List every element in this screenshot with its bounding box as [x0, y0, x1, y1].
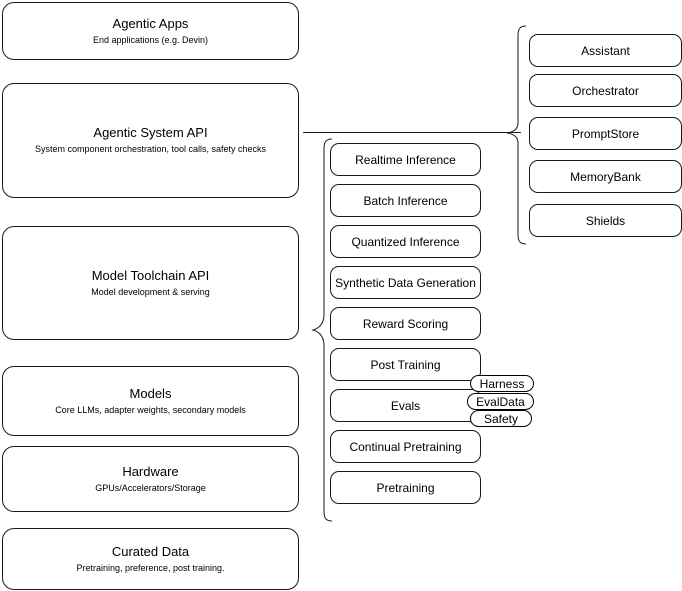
component-box-reward-scoring[interactable]: Reward Scoring: [330, 307, 481, 340]
system-component-label: Shields: [585, 213, 626, 228]
layer-subtitle: End applications (e.g. Devin): [92, 34, 209, 45]
evals-subitem-label: Safety: [483, 411, 519, 426]
system-component-label: Assistant: [581, 43, 630, 58]
system-component-box-orchestrator[interactable]: Orchestrator: [529, 74, 682, 107]
brace-middle: [311, 138, 333, 522]
layer-box-agentic-apps[interactable]: Agentic Apps End applications (e.g. Devi…: [2, 2, 299, 60]
layer-subtitle: Pretraining, preference, post training.: [76, 562, 225, 573]
layer-title: Hardware: [122, 463, 179, 479]
layer-title: Models: [129, 385, 172, 401]
layer-box-models[interactable]: Models Core LLMs, adapter weights, secon…: [2, 366, 299, 436]
layer-title: Agentic Apps: [112, 15, 189, 31]
system-component-box-promptstore[interactable]: PromptStore: [529, 117, 682, 150]
component-label: Synthetic Data Generation: [335, 275, 476, 290]
evals-subitem-label: EvalData: [476, 394, 525, 409]
component-box-continual-pretraining[interactable]: Continual Pretraining: [330, 430, 481, 463]
layer-box-agentic-system-api[interactable]: Agentic System API System component orch…: [2, 83, 299, 198]
component-box-synthetic-data-generation[interactable]: Synthetic Data Generation: [330, 266, 481, 299]
layer-box-model-toolchain-api[interactable]: Model Toolchain API Model development & …: [2, 226, 299, 340]
component-box-realtime-inference[interactable]: Realtime Inference: [330, 143, 481, 176]
component-label: Reward Scoring: [362, 316, 449, 331]
evals-subitem-harness[interactable]: Harness: [470, 375, 534, 392]
system-component-label: Orchestrator: [572, 83, 639, 98]
evals-subitem-evaldata[interactable]: EvalData: [467, 393, 534, 410]
connector-line-system-api-to-components: [303, 132, 521, 133]
evals-subitem-label: Harness: [479, 376, 525, 391]
system-component-label: PromptStore: [571, 126, 640, 141]
component-label: Batch Inference: [363, 193, 448, 208]
layer-title: Model Toolchain API: [91, 267, 210, 283]
brace-right: [506, 25, 527, 245]
system-component-label: MemoryBank: [570, 169, 641, 184]
layer-subtitle: GPUs/Accelerators/Storage: [95, 482, 206, 493]
layer-box-hardware[interactable]: Hardware GPUs/Accelerators/Storage: [2, 446, 299, 512]
component-box-pretraining[interactable]: Pretraining: [330, 471, 481, 504]
component-label: Realtime Inference: [355, 152, 456, 167]
layer-subtitle: System component orchestration, tool cal…: [34, 144, 267, 154]
evals-subitem-safety[interactable]: Safety: [470, 410, 532, 427]
component-label: Post Training: [370, 357, 441, 372]
component-label: Quantized Inference: [351, 234, 460, 249]
component-box-batch-inference[interactable]: Batch Inference: [330, 184, 481, 217]
system-component-box-assistant[interactable]: Assistant: [529, 34, 682, 67]
layer-subtitle: Core LLMs, adapter weights, secondary mo…: [55, 404, 246, 415]
system-component-box-shields[interactable]: Shields: [529, 204, 682, 237]
layer-box-curated-data[interactable]: Curated Data Pretraining, preference, po…: [2, 528, 299, 590]
component-box-evals[interactable]: Evals: [330, 389, 481, 422]
component-label: Evals: [390, 398, 421, 413]
component-label: Pretraining: [376, 480, 435, 495]
component-box-quantized-inference[interactable]: Quantized Inference: [330, 225, 481, 258]
component-label: Continual Pretraining: [349, 439, 462, 454]
component-box-post-training[interactable]: Post Training: [330, 348, 481, 381]
layer-title: Agentic System API: [93, 125, 208, 140]
system-component-box-memorybank[interactable]: MemoryBank: [529, 160, 682, 193]
layer-subtitle: Model development & serving: [91, 286, 210, 297]
layer-title: Curated Data: [111, 543, 190, 559]
